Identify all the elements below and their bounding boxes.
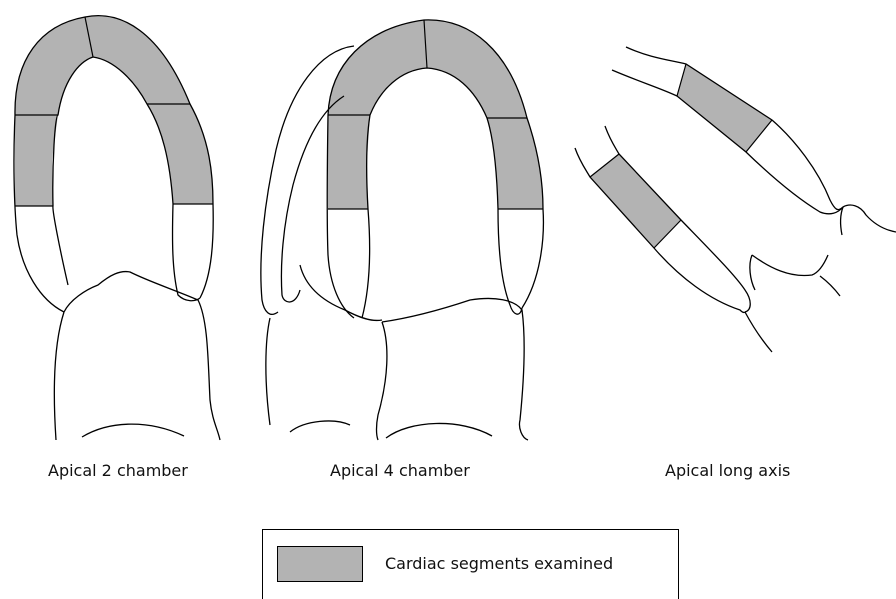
- atrium-floor-right: [386, 423, 492, 438]
- aortic-root-lower: [841, 207, 843, 235]
- atrium-floor-left: [290, 421, 350, 432]
- septal-base: [300, 265, 382, 321]
- apical-2-chamber-view: [14, 16, 220, 440]
- lower-extension: [745, 312, 772, 352]
- apical-4-chamber-view: [261, 20, 544, 440]
- caption-apical-4-chamber: Apical 4 chamber: [330, 461, 470, 480]
- segment: [15, 17, 93, 115]
- segment: [147, 104, 213, 204]
- atrium-wall: [54, 312, 64, 440]
- atrium-outline-mid: [377, 322, 387, 440]
- apical-long-axis-view: [575, 47, 896, 352]
- segment: [328, 115, 370, 209]
- segment: [15, 115, 58, 206]
- leaflet-tip: [750, 255, 755, 290]
- mitral-leaflet: [752, 255, 828, 276]
- atrium-outline: [266, 318, 270, 425]
- aortic-root: [843, 205, 896, 232]
- atrial-wall: [820, 276, 840, 296]
- caption-apical-long-axis: Apical long axis: [665, 461, 790, 480]
- legend-swatch: [277, 546, 363, 582]
- legend-label: Cardiac segments examined: [385, 554, 613, 573]
- caption-apical-2-chamber: Apical 2 chamber: [48, 461, 188, 480]
- atrium-outline-right: [382, 298, 528, 440]
- legend: Cardiac segments examined: [262, 529, 679, 599]
- atrium-floor: [82, 424, 184, 437]
- atrium-outline: [64, 272, 220, 440]
